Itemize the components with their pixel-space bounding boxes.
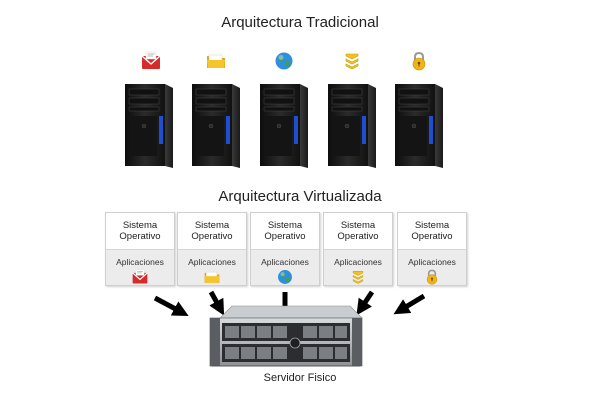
os-label: Sistema Operativo — [264, 220, 306, 242]
apps-label: Aplicaciones — [261, 257, 309, 267]
apps-label: Aplicaciones — [188, 257, 236, 267]
title-traditional: Arquitectura Tradicional — [221, 14, 379, 31]
arrow — [356, 290, 375, 316]
os-label: Sistema Operativo — [191, 220, 233, 242]
logo-badge — [289, 337, 301, 349]
apps-label: Aplicaciones — [408, 257, 456, 267]
apps-label: Aplicaciones — [334, 257, 382, 267]
os-label: Sistema Operativo — [337, 220, 379, 242]
arrow — [208, 290, 225, 316]
server-label: Servidor Fisico — [263, 372, 337, 384]
apps-panel: Aplicaciones — [251, 249, 319, 285]
vm-box: Sistema Operativo Aplicaciones — [397, 212, 467, 286]
apps-panel: Aplicaciones — [398, 249, 466, 285]
apps-panel: Aplicaciones — [324, 249, 392, 285]
os-label: Sistema Operativo — [411, 220, 453, 242]
arrow — [153, 295, 189, 317]
apps-panel: Aplicaciones — [106, 249, 174, 285]
vm-box: Sistema Operativo Aplicaciones — [250, 212, 320, 286]
rack-server — [209, 305, 363, 367]
os-label: Sistema Operativo — [119, 220, 161, 242]
vm-box: Sistema Operativo Aplicaciones — [323, 212, 393, 286]
apps-label: Aplicaciones — [116, 257, 164, 267]
vm-box: Sistema Operativo Aplicaciones — [177, 212, 247, 286]
vm-box: Sistema Operativo Aplicaciones — [105, 212, 175, 286]
apps-panel: Aplicaciones — [178, 249, 246, 285]
title-virtualized: Arquitectura Virtualizada — [218, 188, 382, 205]
arrow — [393, 293, 426, 315]
